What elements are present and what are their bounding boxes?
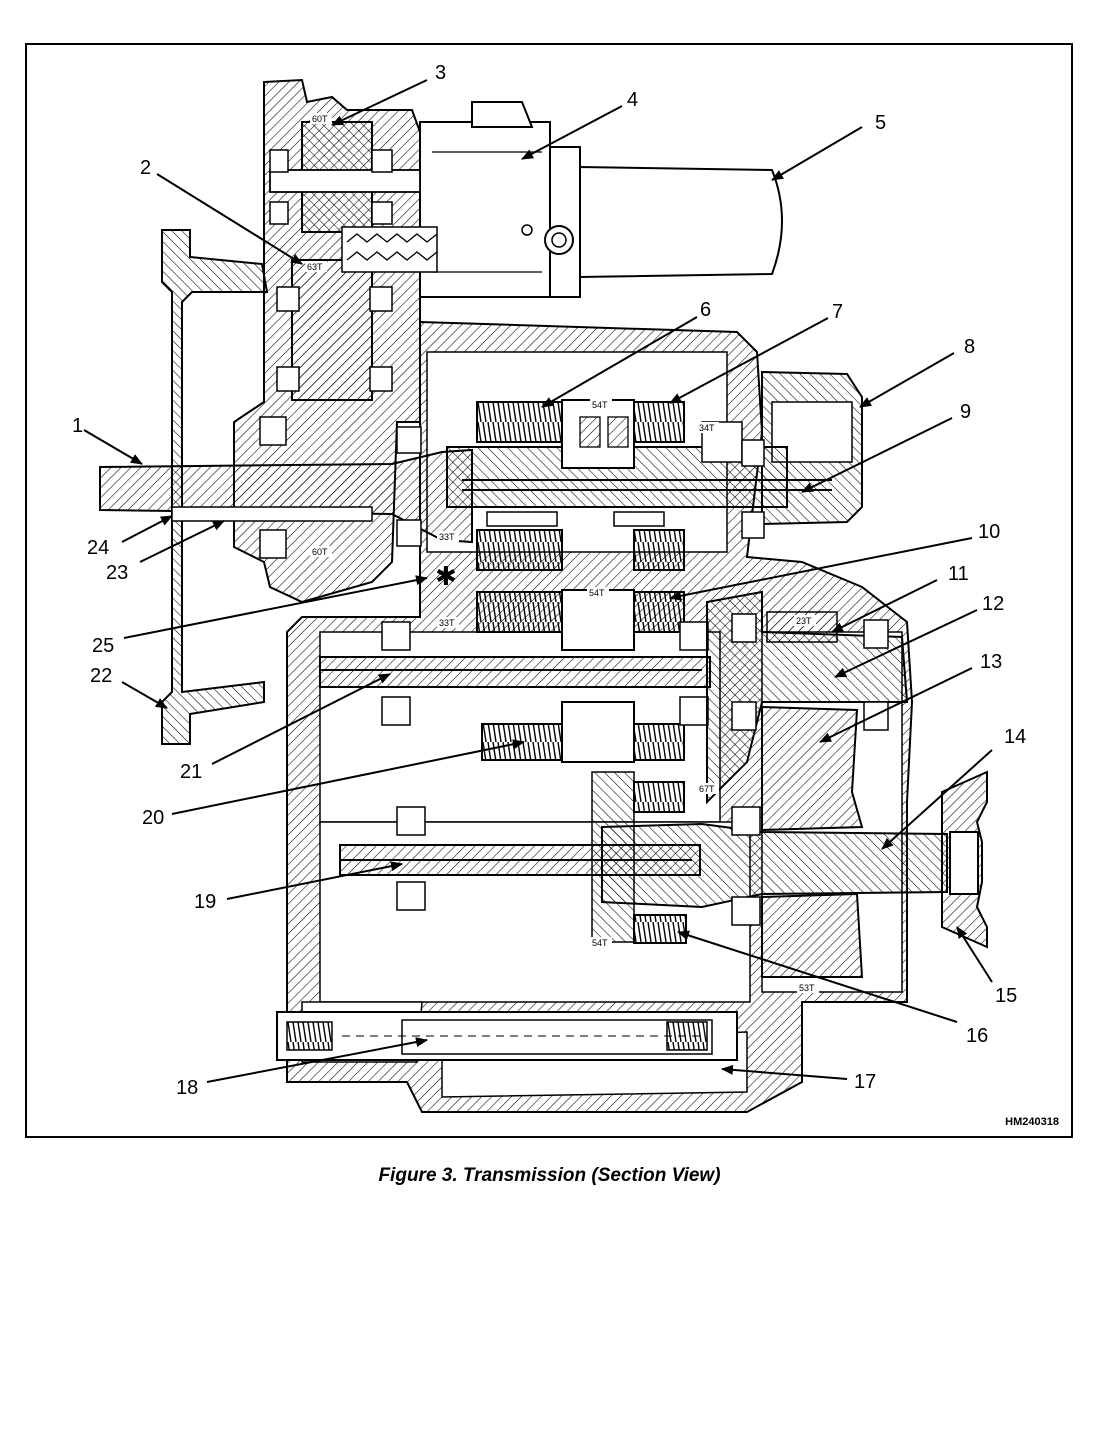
reference-star: ✱	[435, 562, 457, 592]
output-gear	[761, 705, 864, 832]
tooth-label: 34T	[699, 423, 715, 433]
tooth-label: 53T	[799, 983, 815, 993]
callout-20: 20	[142, 807, 164, 829]
callout-14: 14	[1004, 726, 1026, 748]
callout-16: 16	[966, 1025, 988, 1047]
tooth-label: 60T	[312, 547, 328, 557]
pump-drive-gear	[276, 259, 393, 401]
tooth-label-bg	[590, 937, 612, 948]
tooth-label-bg	[310, 113, 332, 124]
callout-10: 10	[978, 521, 1000, 543]
tooth-label-bg	[587, 587, 609, 598]
tooth-label: 63T	[307, 262, 323, 272]
callout-17: 17	[854, 1071, 876, 1093]
callout-12: 12	[982, 593, 1004, 615]
callout-9: 9	[960, 401, 971, 423]
tooth-label: 60T	[312, 114, 328, 124]
figure-frame: ✱ 60T 63T 60T 33T 54T 34T 33T 54T 23T 67T 54T 53T	[25, 43, 1073, 1138]
tooth-label-bg	[797, 982, 819, 993]
upper-clutch-packs	[446, 399, 832, 571]
callout-leaders	[83, 79, 993, 1083]
tooth-label-bg	[697, 783, 719, 794]
callout-24: 24	[87, 537, 109, 559]
tooth-label-bg	[794, 615, 816, 626]
callout-1: 1	[72, 415, 83, 437]
callout-11: 11	[948, 563, 969, 585]
transfer-gear	[706, 590, 909, 805]
callout-3: 3	[435, 62, 446, 84]
callout-22: 22	[90, 665, 112, 687]
transmission-section-drawing: ✱ 60T 63T 60T 33T 54T 34T 33T 54T 23T 67T 54T 53T	[72, 62, 1026, 1113]
front-flange	[161, 229, 269, 745]
callout-25: 25	[92, 635, 114, 657]
tooth-label: 23T	[796, 616, 812, 626]
callout-6: 6	[700, 299, 711, 321]
callout-2: 2	[140, 157, 151, 179]
tooth-label-bg	[437, 617, 459, 628]
tooth-label: 33T	[439, 532, 455, 542]
tooth-labels: 60T 63T 60T 33T 54T 34T 33T 54T 23T 67T 54T 53T	[305, 113, 819, 993]
callout-15: 15	[995, 985, 1017, 1007]
motor-assembly	[419, 101, 783, 298]
callout-5: 5	[875, 112, 886, 134]
callout-8: 8	[964, 336, 975, 358]
callout-4: 4	[627, 89, 638, 111]
callout-18: 18	[176, 1077, 198, 1099]
tooth-label-bg	[437, 531, 459, 542]
callout-13: 13	[980, 651, 1002, 673]
lower-clutch-pack	[633, 781, 685, 813]
tooth-label: 54T	[592, 938, 608, 948]
callout-21: 21	[180, 761, 202, 783]
upper-idler-gear	[269, 121, 421, 233]
tooth-label: 54T	[589, 588, 605, 598]
drawing-id: HM240318	[1005, 1116, 1059, 1128]
callout-7: 7	[832, 301, 843, 323]
figure-caption: Figure 3. Transmission (Section View)	[378, 1165, 721, 1186]
tooth-label-bg	[697, 422, 719, 433]
tooth-label: 67T	[699, 784, 715, 794]
tooth-label-bg	[305, 261, 327, 272]
tooth-label-bg	[310, 546, 332, 557]
callout-23: 23	[106, 562, 128, 584]
tooth-label: 33T	[439, 618, 455, 628]
tooth-label-bg	[590, 399, 612, 410]
callout-19: 19	[194, 891, 216, 913]
tooth-label: 54T	[592, 400, 608, 410]
